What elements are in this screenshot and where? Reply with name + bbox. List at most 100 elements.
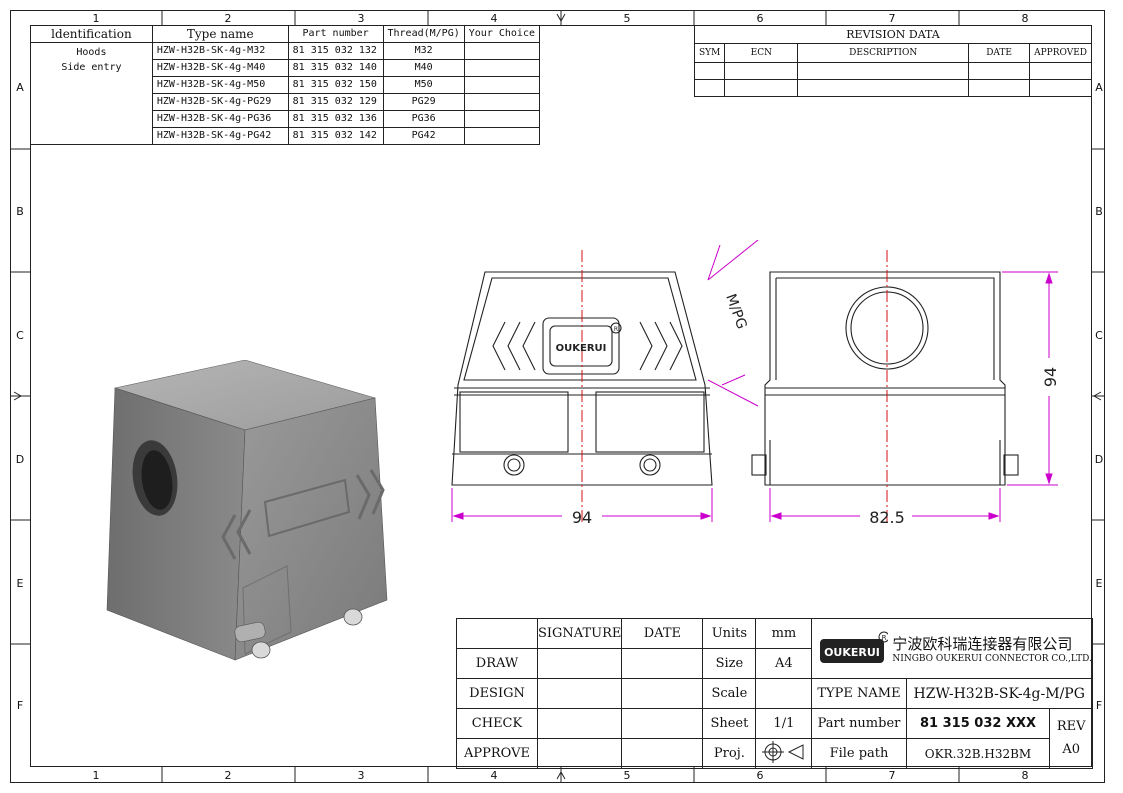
row1-thread: M32 (382, 42, 465, 60)
hood-3d-render (106, 360, 388, 661)
zone-row-f-left: F (16, 699, 24, 712)
row3-type: HZW-H32B-SK-4g-M50 (151, 76, 289, 94)
row4-choice[interactable] (463, 93, 541, 111)
projection-icon (761, 740, 804, 763)
tb-sheet-label: Sheet (702, 708, 757, 739)
revision-title: REVISION DATA (694, 25, 1092, 44)
front-logo-text: OUKERUI (556, 343, 607, 354)
title-block: SIGNATURE DATE Units mm OUKERUI R 宁波欧科瑞连… (456, 618, 1093, 769)
row4-thread: PG29 (382, 93, 465, 111)
tb-signature-header: SIGNATURE (536, 618, 623, 649)
tb-projection-symbol (755, 738, 813, 769)
zone-row-c-left: C (16, 329, 24, 342)
tb-proj-label: Proj. (702, 738, 757, 769)
zone-col-7-top: 7 (888, 12, 896, 25)
rev-header-date: DATE (968, 43, 1031, 63)
zone-row-a-left: A (16, 81, 24, 94)
row1-type: HZW-H32B-SK-4g-M32 (151, 42, 289, 60)
identification-line2: Side entry (61, 62, 122, 73)
rev-header-approved: APPROVED (1029, 43, 1092, 63)
row3-part: 81 315 032 150 (287, 76, 384, 94)
tb-rev-cell: REV A0 (1049, 708, 1093, 769)
zone-col-2-top: 2 (224, 12, 232, 25)
zone-row-e-right: E (1095, 577, 1103, 590)
row3-thread: M50 (382, 76, 465, 94)
zone-col-8-top: 8 (1021, 12, 1029, 25)
tb-company-cn: 宁波欧科瑞连接器有限公司 (892, 635, 1073, 653)
zone-col-4-bottom: 4 (490, 769, 498, 782)
tb-units-value: mm (755, 618, 813, 649)
front-view: 94 OUKERUI R M/PG (451, 240, 759, 527)
zone-col-1-bottom: 1 (92, 769, 100, 782)
row1-choice[interactable] (463, 42, 541, 60)
identification-cell: Hoods Side entry (30, 42, 153, 145)
zone-col-6-bottom: 6 (756, 769, 764, 782)
company-logo-text: OUKERUI (824, 646, 880, 659)
side-width-dim: 82.5 (869, 508, 905, 527)
tb-file-path-label: File path (811, 738, 907, 769)
identification-table: ldentification Type name Part number Thr… (30, 25, 541, 145)
height-dim: 94 (1041, 367, 1060, 387)
tb-rev-value: A0 (1062, 742, 1080, 757)
zone-row-d-right: D (1094, 453, 1104, 466)
zone-col-4-top: 4 (490, 12, 498, 25)
zone-col-8-bottom: 8 (1021, 769, 1029, 782)
tb-file-path-value: OKR.32B.H32BM (905, 738, 1051, 769)
row4-part: 81 315 032 129 (287, 93, 384, 111)
tb-type-name-label: TYPE NAME (811, 678, 907, 709)
front-width-dim: 94 (572, 508, 592, 527)
zone-col-6-top: 6 (756, 12, 764, 25)
header-part-number: Part number (287, 25, 384, 43)
tb-units-label: Units (702, 618, 757, 649)
tb-sheet-value: 1/1 (755, 708, 813, 739)
row5-choice[interactable] (463, 110, 541, 128)
row2-part: 81 315 032 140 (287, 59, 384, 77)
row5-thread: PG36 (382, 110, 465, 128)
company-logo-icon: OUKERUI R (820, 631, 889, 663)
zone-row-d-left: D (15, 453, 25, 466)
row2-choice[interactable] (463, 59, 541, 77)
zone-col-2-bottom: 2 (224, 769, 232, 782)
zone-row-e-left: E (16, 577, 24, 590)
header-thread: Thread(M/PG) (382, 25, 465, 43)
rev-header-description: DESCRIPTION (797, 43, 970, 63)
company-logo-registered-mark: R (882, 634, 887, 642)
zone-col-7-bottom: 7 (888, 769, 896, 782)
row5-part: 81 315 032 136 (287, 110, 384, 128)
rev-header-sym: SYM (693, 43, 726, 63)
tb-part-number-label: Part number (811, 708, 907, 739)
side-view: 82.5 94 (751, 250, 1060, 527)
tb-design-label: DESIGN (456, 678, 538, 709)
tb-part-number-value: 81 315 032 XXX (905, 708, 1051, 739)
tb-approve-label: APPROVE (456, 738, 538, 769)
revision-table: REVISION DATA SYM ECN DESCRIPTION DATE A… (693, 25, 1092, 97)
zone-row-c-right: C (1095, 329, 1103, 342)
tb-size-value: A4 (755, 648, 813, 679)
tb-company-en: NINGBO OUKERUI CONNECTOR CO.,LTD. (892, 654, 1092, 664)
zone-row-a-right: A (1095, 81, 1103, 94)
zone-row-b-left: B (16, 205, 24, 218)
zone-row-b-right: B (1095, 205, 1103, 218)
header-your-choice: Your Choice (463, 25, 541, 43)
row4-type: HZW-H32B-SK-4g-PG29 (151, 93, 289, 111)
row5-type: HZW-H32B-SK-4g-PG36 (151, 110, 289, 128)
rev-header-ecn: ECN (724, 43, 799, 63)
registered-mark: R (614, 326, 618, 333)
row2-thread: M40 (382, 59, 465, 77)
row6-part: 81 315 032 142 (287, 127, 384, 145)
tb-scale-label: Scale (702, 678, 757, 709)
zone-col-1-top: 1 (92, 12, 100, 25)
tb-rev-label: REV (1056, 719, 1086, 734)
zone-col-5-top: 5 (623, 12, 631, 25)
row6-type: HZW-H32B-SK-4g-PG42 (151, 127, 289, 145)
tb-type-name-value: HZW-H32B-SK-4g-M/PG (905, 678, 1093, 709)
tb-draw-label: DRAW (456, 648, 538, 679)
identification-line1: Hoods (76, 47, 107, 58)
zone-col-5-bottom: 5 (623, 769, 631, 782)
row3-choice[interactable] (463, 76, 541, 94)
header-type-name: Type name (151, 25, 289, 43)
row6-choice[interactable] (463, 127, 541, 145)
zone-col-3-bottom: 3 (357, 769, 365, 782)
header-identification: ldentification (30, 25, 153, 43)
